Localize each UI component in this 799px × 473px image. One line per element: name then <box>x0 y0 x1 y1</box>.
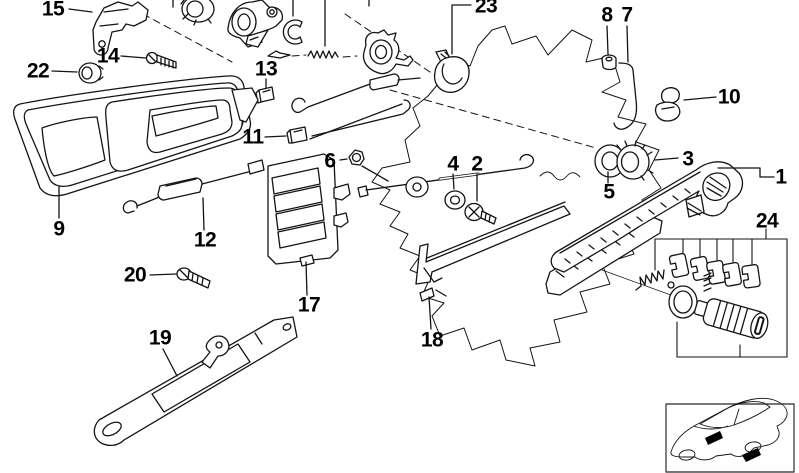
kit-bracket <box>654 238 788 358</box>
part-14-screw <box>145 51 177 69</box>
part-lock-cylinder-housing <box>227 0 284 48</box>
callout-7-lock-rod[interactable]: 7 <box>621 3 633 27</box>
callout-15-lock-actuator-bracket[interactable]: 15 <box>41 0 65 21</box>
part-7-lock-rod <box>613 62 638 130</box>
car-location-thumbnail <box>665 397 795 473</box>
kit-lock-cylinder <box>693 298 769 339</box>
handle-grip-opening <box>702 172 731 202</box>
callout-19-support-bracket[interactable]: 19 <box>148 326 172 350</box>
part-4-washers <box>405 176 466 210</box>
kit-spring <box>635 269 665 291</box>
part-release-lever <box>362 29 414 75</box>
part-23-clamp <box>433 49 470 93</box>
part-15-lock-actuator-bracket <box>92 1 149 56</box>
part-17-handle-carrier <box>267 153 351 267</box>
kit-ball <box>667 281 675 289</box>
door-highlight-front <box>705 431 723 445</box>
callout-22-grommet[interactable]: 22 <box>26 59 50 83</box>
callout-8-nut[interactable]: 8 <box>601 3 613 27</box>
part-1-exterior-door-handle <box>545 161 744 296</box>
part-pin <box>267 50 291 59</box>
kit-small-spring <box>703 272 712 292</box>
part-c-clip <box>282 19 303 45</box>
callout-14-screw[interactable]: 14 <box>96 44 120 68</box>
part-19-support-bracket <box>93 316 298 447</box>
part-18-handle-base-gasket <box>415 201 571 302</box>
part-20-screw <box>176 267 211 289</box>
callout-6-nut[interactable]: 6 <box>324 149 336 173</box>
callout-17-handle-carrier[interactable]: 17 <box>297 293 321 317</box>
cropped-leader-stubs <box>172 0 370 47</box>
callout-5-ring[interactable]: 5 <box>603 180 615 204</box>
part-8-nut <box>601 54 617 71</box>
callout-13-rod-clip[interactable]: 13 <box>254 57 278 81</box>
part-ribbed-grommet <box>180 0 215 26</box>
callout-12-bowden-cable[interactable]: 12 <box>193 228 217 252</box>
part-13-clip <box>255 86 275 104</box>
door-panel-fold-line <box>539 171 581 181</box>
part-6-nut <box>348 149 389 182</box>
callout-10-clip[interactable]: 10 <box>717 85 741 109</box>
callout-18-handle-base-gasket[interactable]: 18 <box>420 328 444 352</box>
callout-3-sealing-ring[interactable]: 3 <box>682 147 694 171</box>
door-panel-outline <box>371 25 662 367</box>
callout-leader-lines <box>51 4 775 377</box>
callout-23-clamp[interactable]: 23 <box>474 0 498 18</box>
handle-button-recess <box>685 194 705 218</box>
callout-2-screw[interactable]: 2 <box>471 152 483 176</box>
callout-4-washer[interactable]: 4 <box>447 152 459 176</box>
part-lock-rod-upper <box>291 73 421 113</box>
part-12-bowden-cable <box>122 159 265 214</box>
part-lock-rod-lower <box>309 99 411 140</box>
callout-1-exterior-door-handle[interactable]: 1 <box>775 165 787 189</box>
door-highlight-rear <box>742 448 761 462</box>
part-opener-rod <box>357 153 535 198</box>
kit-ring <box>668 285 698 319</box>
callout-11-rod-clip[interactable]: 11 <box>242 125 264 149</box>
part-11-clip <box>286 126 308 144</box>
part-3-sealing-ring <box>616 140 654 181</box>
part-10-clip <box>654 87 681 122</box>
part-spring <box>307 50 339 59</box>
callout-9-interior-handle-trim[interactable]: 9 <box>53 217 65 241</box>
part-2-screw <box>464 202 497 225</box>
kit-tumblers <box>668 252 761 289</box>
part-9-interior-handle-trim <box>13 75 259 197</box>
callout-24-lock-cylinder-repair-kit[interactable]: 24 <box>755 209 779 233</box>
callout-20-screw[interactable]: 20 <box>123 263 147 287</box>
part-22-grommet <box>78 62 104 84</box>
part-24-lock-cylinder-kit <box>601 228 788 358</box>
